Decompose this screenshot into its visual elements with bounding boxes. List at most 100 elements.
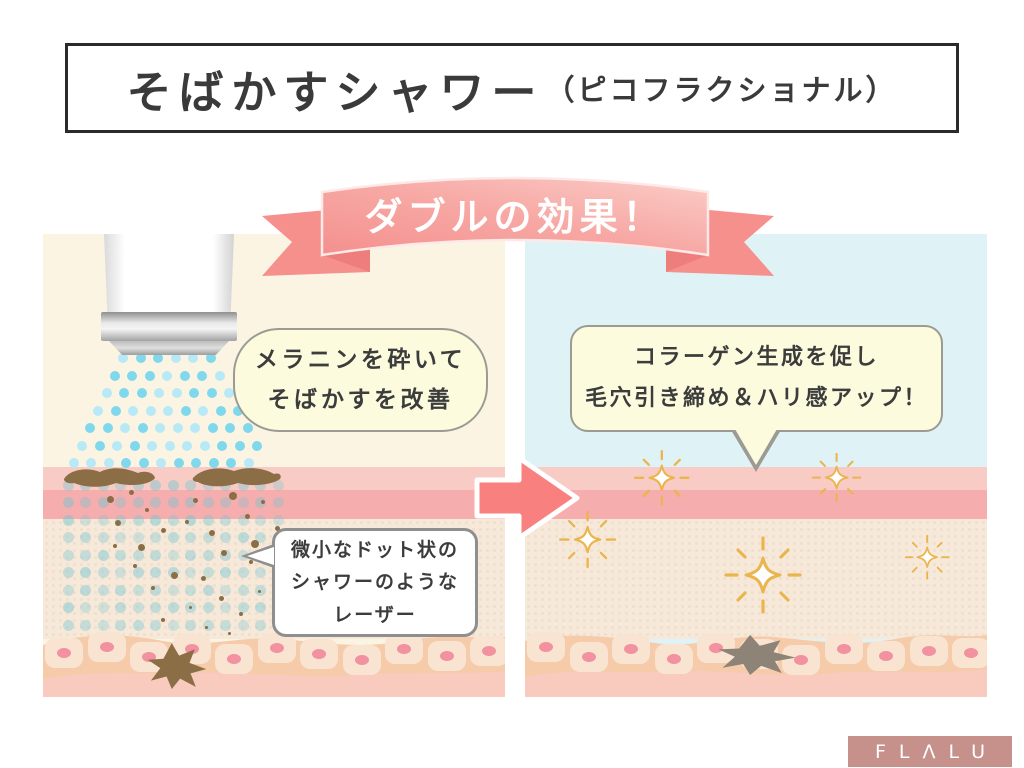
bubble-collagen-line1: コラーゲン生成を促し: [633, 344, 879, 370]
cell-nucleus-icon: [709, 643, 723, 653]
page-title: そばかすシャワー: [126, 65, 544, 119]
melanin-fragment-icon: [205, 626, 208, 629]
cell-nucleus-icon: [879, 651, 893, 661]
laser-dot-icon: [128, 405, 139, 416]
skin-cell-icon: [569, 642, 608, 672]
laser-dot-icon: [145, 405, 156, 416]
laser-dot-icon: [252, 440, 262, 451]
skin-cell-icon: [782, 645, 820, 675]
cell-nucleus-icon: [312, 649, 326, 659]
laser-dot-icon: [136, 388, 147, 398]
skin-cell-icon: [300, 639, 338, 669]
laser-dot-icon: [198, 405, 209, 416]
epidermis-deep-layer: [525, 490, 987, 519]
laser-dot-icon: [172, 423, 183, 433]
laser-dot-icon: [217, 440, 227, 451]
laser-dot-icon: [129, 440, 140, 451]
laser-dot-icon: [85, 423, 96, 433]
cell-nucleus-icon: [624, 644, 638, 654]
laser-dot-icon: [77, 440, 87, 451]
melanin-spot: [64, 468, 155, 487]
epidermis-deep-layer: [43, 490, 505, 519]
laser-dot-icon: [214, 370, 225, 381]
laser-dot-icon: [137, 423, 148, 433]
laser-handpiece-metal-band: [101, 312, 237, 341]
bubble-laser-line1: 微小なドット状の: [290, 539, 459, 562]
melanin-fragment-icon: [151, 586, 155, 590]
melanin-fragment-icon: [193, 498, 198, 503]
laser-dot-icon: [119, 388, 130, 398]
after-panel: コラーゲン生成を促し 毛穴引き締め＆ハリ感アップ！: [525, 234, 987, 697]
laser-dot-icon: [242, 423, 253, 433]
melanin-fragment-icon: [171, 572, 178, 579]
skin-cell-icon: [427, 641, 466, 671]
laser-dot-icon: [190, 423, 201, 433]
cell-nucleus-icon: [482, 646, 496, 656]
sparkle-icon: [559, 511, 617, 569]
laser-dot-icon: [110, 405, 121, 416]
skin-cell-icon: [697, 633, 735, 663]
melanin-fragment-icon: [239, 612, 243, 616]
laser-dot-icon: [147, 440, 157, 451]
bubble-collagen-line2: 毛穴引き締め＆ハリ感アップ！: [584, 385, 928, 411]
laser-dot-icon: [180, 405, 191, 416]
sparkle-icon: [904, 534, 950, 580]
laser-dot-icon: [199, 440, 210, 451]
skin-cell-icon: [342, 645, 381, 675]
before-panel: メラニンを砕いて そばかすを改善 微小なドット状の シャワーのような レーザー: [43, 234, 505, 697]
laser-dot-icon: [207, 423, 218, 433]
epidermis-layer: [525, 467, 987, 490]
skin-cell-icon: [257, 633, 296, 663]
cell-nucleus-icon: [57, 648, 71, 658]
melanin-fragment-icon: [245, 514, 250, 519]
melanin-spot: [192, 468, 281, 487]
melanocyte-icon: [147, 643, 207, 689]
skin-cell-icon: [215, 644, 253, 674]
ribbon-label: ダブルの効果！: [364, 195, 665, 239]
cell-nucleus-icon: [269, 643, 284, 653]
bubble-melanin-line1: メラニンを砕いて: [254, 346, 467, 373]
melanin-fragment-icon: [189, 606, 192, 609]
skin-cell-icon: [909, 636, 948, 666]
melanocyte-depleted-icon: [718, 634, 796, 675]
skin-cell-icon: [45, 638, 83, 668]
cell-nucleus-icon: [581, 652, 596, 662]
laser-dot-icon: [112, 440, 122, 451]
cell-nucleus-icon: [539, 642, 553, 652]
cell-nucleus-icon: [142, 652, 156, 662]
laser-dot-icon: [109, 370, 120, 381]
melanin-fragment-icon: [258, 590, 261, 593]
laser-dot-icon: [101, 388, 112, 398]
bubble-collagen-effect: コラーゲン生成を促し 毛穴引き締め＆ハリ感アップ！: [570, 325, 943, 432]
laser-handpiece-body: [104, 234, 234, 312]
laser-dot-icon: [162, 370, 173, 381]
melanin-fragment-icon: [161, 528, 166, 533]
skin-cell-icon: [867, 641, 905, 671]
laser-dot-icon: [144, 370, 155, 381]
cell-nucleus-icon: [227, 654, 241, 664]
bubble-melanin-effect: メラニンを砕いて そばかすを改善: [233, 328, 488, 432]
skin-cell-icon: [654, 644, 693, 674]
laser-dot-icon: [94, 440, 105, 451]
skin-cell-icon: [952, 638, 987, 668]
melanin-fragment-icon: [261, 500, 265, 504]
skin-cell-icon: [612, 634, 650, 664]
skin-cell-icon: [385, 634, 423, 664]
melanin-fragment-icon: [115, 520, 121, 526]
sparkle-icon: [724, 536, 802, 614]
melanin-fragment-icon: [145, 508, 149, 512]
bubble-laser-line2: シャワーのような: [290, 571, 459, 594]
skin-cell-icon: [87, 632, 126, 662]
title-box: そばかすシャワー （ピコフラクショナル）: [65, 43, 959, 133]
melanin-fragment-icon: [185, 520, 189, 524]
melanin-fragment-icon: [161, 618, 165, 622]
cell-nucleus-icon: [921, 646, 936, 656]
melanin-fragment-icon: [221, 550, 227, 556]
laser-dot-icon: [163, 405, 174, 416]
skin-cell-icon: [470, 636, 505, 666]
double-effect-ribbon: ダブルの効果！: [262, 176, 774, 276]
sparkle-icon: [634, 450, 690, 506]
melanin-fragment-icon: [228, 632, 231, 635]
bubble-laser-line3: レーザー: [333, 603, 417, 626]
